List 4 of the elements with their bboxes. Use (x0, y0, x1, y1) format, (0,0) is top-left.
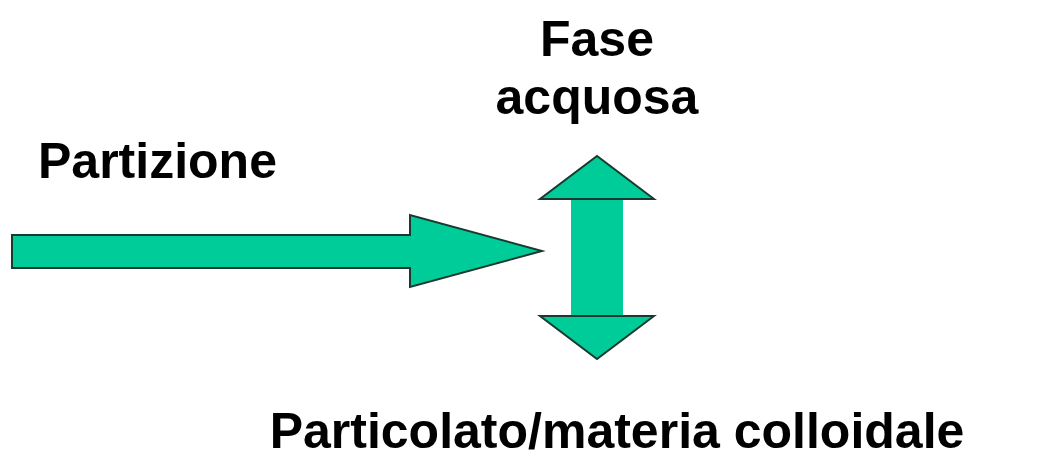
arrow-label: Partizione (38, 132, 277, 190)
double-arrow (539, 155, 655, 360)
text-label: Fase acquosa (470, 10, 724, 126)
text-label: Particolato/materia colloidale (190, 402, 1044, 460)
